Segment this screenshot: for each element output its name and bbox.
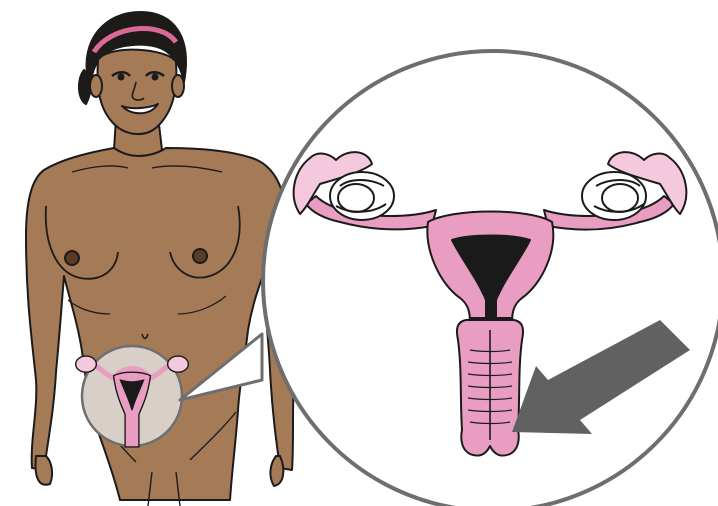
pupil-right (153, 75, 158, 80)
torso (26, 148, 295, 500)
face (98, 50, 177, 134)
ear-right (172, 75, 184, 97)
ovary-left (330, 172, 394, 220)
nipple-left (65, 251, 79, 265)
hand-right (270, 456, 283, 486)
ovary-right (582, 172, 646, 220)
hair-bun-ponytail (79, 70, 91, 104)
nipple-right (193, 249, 207, 263)
ear-left (90, 75, 102, 97)
pupil-left (119, 75, 124, 80)
hand-left (36, 456, 53, 485)
